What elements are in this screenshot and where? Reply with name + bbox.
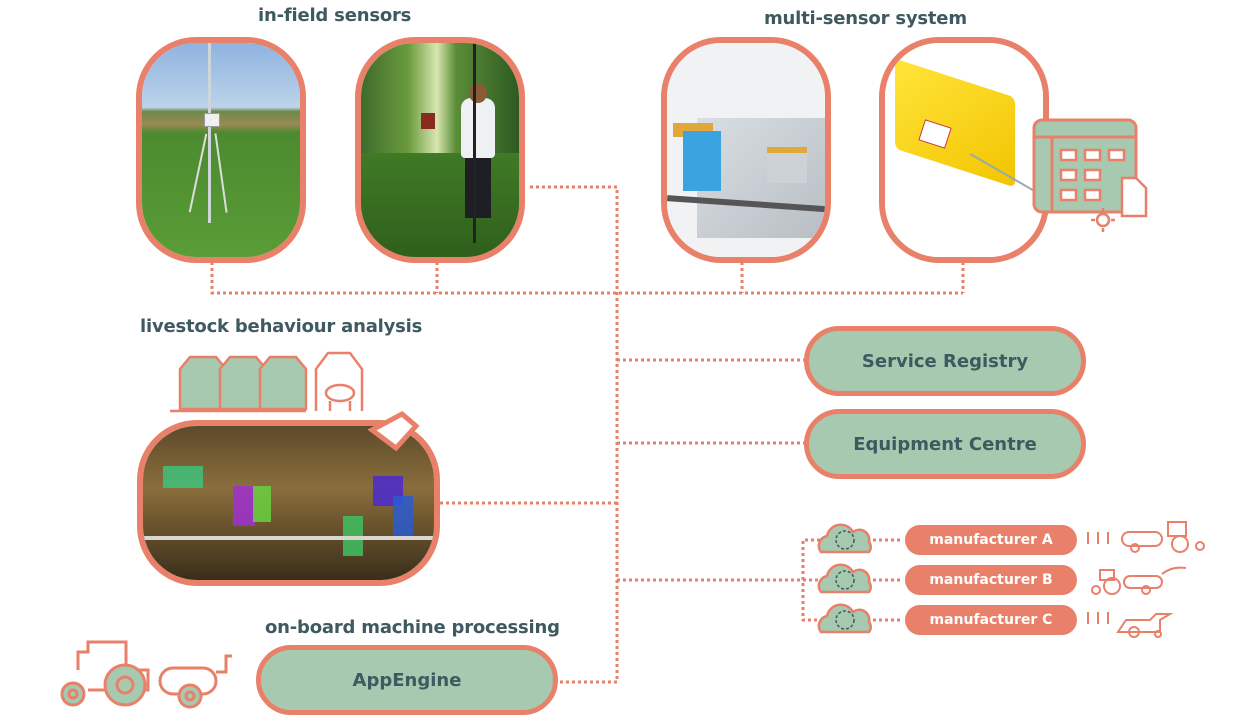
manufacturer-bus [801,538,820,622]
livestock-detection-photo [137,420,440,586]
sensor-box-photo [661,37,831,263]
data-logger-photo [879,37,1049,263]
in-field-sensors-title: in-field sensors [258,5,412,26]
appengine-button[interactable]: AppEngine [256,645,558,715]
weather-station-photo [136,37,306,263]
manufacturer-c-button[interactable]: manufacturer C [905,605,1077,635]
sensor-bus-line [210,262,963,295]
multi-sensor-system-title: multi-sensor system [764,8,967,29]
equipment-centre-button[interactable]: Equipment Centre [804,409,1086,479]
manufacturer-a-button[interactable]: manufacturer A [905,525,1077,555]
orchard-gps-photo [355,37,525,263]
livestock-behaviour-title: livestock behaviour analysis [140,316,423,337]
cloud-links [873,538,900,622]
service-registry-button[interactable]: Service Registry [804,326,1086,396]
manufacturer-b-button[interactable]: manufacturer B [905,565,1077,595]
main-trunk-line [530,185,619,684]
on-board-processing-title: on-board machine processing [265,617,560,638]
